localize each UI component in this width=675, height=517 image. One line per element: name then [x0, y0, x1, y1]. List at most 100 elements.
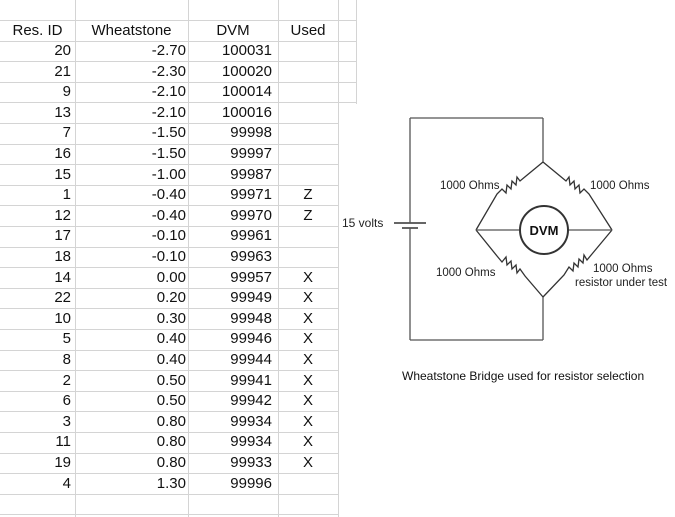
cell-used[interactable]: X [302, 289, 313, 306]
cell-wheatstone[interactable]: -0.40 [151, 186, 186, 203]
cell-res-id[interactable]: 13 [54, 104, 71, 121]
cell-dvm[interactable]: 99987 [230, 166, 272, 183]
battery-icon [394, 217, 426, 233]
cell-used[interactable] [278, 41, 338, 61]
cell-wheatstone[interactable]: 0.40 [156, 330, 186, 347]
cell-used[interactable] [278, 474, 338, 494]
cell-dvm[interactable]: 99934 [230, 433, 272, 450]
cell-res-id[interactable]: 7 [62, 124, 71, 141]
cell-used[interactable]: Z [303, 186, 313, 203]
cell-res-id[interactable]: 18 [54, 248, 71, 265]
cell-dvm[interactable]: 100014 [221, 83, 272, 100]
cell-dvm[interactable]: 99963 [230, 248, 272, 265]
cell-wheatstone[interactable]: -0.40 [151, 207, 186, 224]
cell-res-id[interactable]: 19 [54, 454, 71, 471]
cell-wheatstone[interactable]: -0.10 [151, 227, 186, 244]
cell-res-id[interactable]: 6 [62, 392, 71, 409]
grid-row-line [0, 82, 356, 83]
cell-used[interactable]: X [302, 454, 313, 471]
header-res-id[interactable]: Res. ID [12, 22, 63, 39]
grid-row-line [0, 288, 338, 289]
cell-used[interactable]: X [302, 372, 313, 389]
cell-dvm[interactable]: 99946 [230, 330, 272, 347]
cell-dvm[interactable]: 99971 [230, 186, 272, 203]
cell-res-id[interactable]: 22 [54, 289, 71, 306]
cell-dvm[interactable]: 99957 [230, 269, 272, 286]
cell-res-id[interactable]: 15 [54, 166, 71, 183]
cell-res-id[interactable]: 1 [62, 186, 71, 203]
cell-wheatstone[interactable]: 0.20 [156, 289, 186, 306]
cell-res-id[interactable]: 8 [62, 351, 71, 368]
cell-dvm[interactable]: 99948 [230, 310, 272, 327]
cell-used[interactable]: X [302, 310, 313, 327]
cell-dvm[interactable]: 99961 [230, 227, 272, 244]
cell-res-id[interactable]: 20 [54, 42, 71, 59]
cell-res-id[interactable]: 3 [62, 413, 71, 430]
cell-wheatstone[interactable]: -1.50 [151, 145, 186, 162]
cell-used[interactable]: X [302, 413, 313, 430]
cell-used[interactable] [278, 103, 338, 123]
cell-dvm[interactable]: 99998 [230, 124, 272, 141]
cell-res-id[interactable]: 11 [55, 433, 71, 450]
grid-row-line [0, 164, 338, 165]
cell-used[interactable] [278, 62, 338, 82]
cell-wheatstone[interactable]: 0.40 [156, 351, 186, 368]
cell-res-id[interactable]: 5 [62, 330, 71, 347]
grid-row-line [0, 391, 338, 392]
cell-wheatstone[interactable]: 1.30 [156, 475, 186, 492]
cell-wheatstone[interactable]: -2.10 [151, 83, 186, 100]
cell-wheatstone[interactable]: 0.00 [156, 269, 186, 286]
cell-res-id[interactable]: 14 [54, 269, 71, 286]
cell-res-id[interactable]: 12 [54, 207, 71, 224]
cell-wheatstone[interactable]: -1.00 [151, 166, 186, 183]
cell-res-id[interactable]: 9 [62, 83, 71, 100]
resistor-under-test-label: resistor under test [575, 277, 668, 289]
cell-used[interactable] [278, 165, 338, 185]
cell-used[interactable]: X [302, 392, 313, 409]
cell-dvm[interactable]: 99934 [230, 413, 272, 430]
cell-res-id[interactable]: 4 [62, 475, 71, 492]
cell-wheatstone[interactable]: -2.10 [151, 104, 186, 121]
cell-wheatstone[interactable]: 0.30 [156, 310, 186, 327]
cell-wheatstone[interactable]: 0.80 [156, 433, 186, 450]
cell-dvm[interactable]: 99941 [230, 372, 272, 389]
cell-wheatstone[interactable]: 0.80 [156, 413, 186, 430]
cell-res-id[interactable]: 16 [54, 145, 71, 162]
cell-dvm[interactable]: 99942 [230, 392, 272, 409]
cell-dvm[interactable]: 100016 [221, 104, 272, 121]
cell-dvm[interactable]: 100031 [221, 42, 272, 59]
cell-used[interactable]: X [302, 433, 313, 450]
cell-res-id[interactable]: 17 [54, 227, 71, 244]
cell-res-id[interactable]: 2 [62, 372, 71, 389]
cell-wheatstone[interactable]: -1.50 [151, 124, 186, 141]
cell-used[interactable]: X [302, 351, 313, 368]
cell-res-id[interactable]: 21 [54, 63, 71, 80]
grid-row-line [0, 494, 338, 495]
cell-wheatstone[interactable]: -2.30 [151, 63, 186, 80]
cell-used[interactable]: X [302, 330, 313, 347]
cell-wheatstone[interactable]: 0.50 [156, 372, 186, 389]
header-used[interactable]: Used [290, 22, 326, 39]
cell-dvm[interactable]: 99944 [230, 351, 272, 368]
cell-wheatstone[interactable]: 0.50 [156, 392, 186, 409]
cell-dvm[interactable]: 100020 [221, 63, 272, 80]
cell-dvm[interactable]: 99970 [230, 207, 272, 224]
cell-used[interactable] [278, 82, 338, 102]
cell-used[interactable] [278, 247, 338, 267]
cell-dvm[interactable]: 99997 [230, 145, 272, 162]
cell-res-id[interactable]: 10 [54, 310, 71, 327]
cell-used[interactable] [278, 226, 338, 246]
header-dvm[interactable]: DVM [216, 22, 250, 39]
cell-dvm[interactable]: 99996 [230, 475, 272, 492]
cell-used[interactable] [278, 144, 338, 164]
cell-wheatstone[interactable]: -0.10 [151, 248, 186, 265]
cell-wheatstone[interactable]: 0.80 [156, 454, 186, 471]
cell-dvm[interactable]: 99949 [230, 289, 272, 306]
table-row: 16 -1.50 99997 [0, 144, 357, 164]
cell-wheatstone[interactable]: -2.70 [151, 42, 186, 59]
cell-used[interactable]: Z [303, 207, 313, 224]
header-wheatstone[interactable]: Wheatstone [91, 22, 172, 39]
cell-used[interactable] [278, 123, 338, 143]
cell-dvm[interactable]: 99933 [230, 454, 272, 471]
cell-used[interactable]: X [302, 269, 313, 286]
